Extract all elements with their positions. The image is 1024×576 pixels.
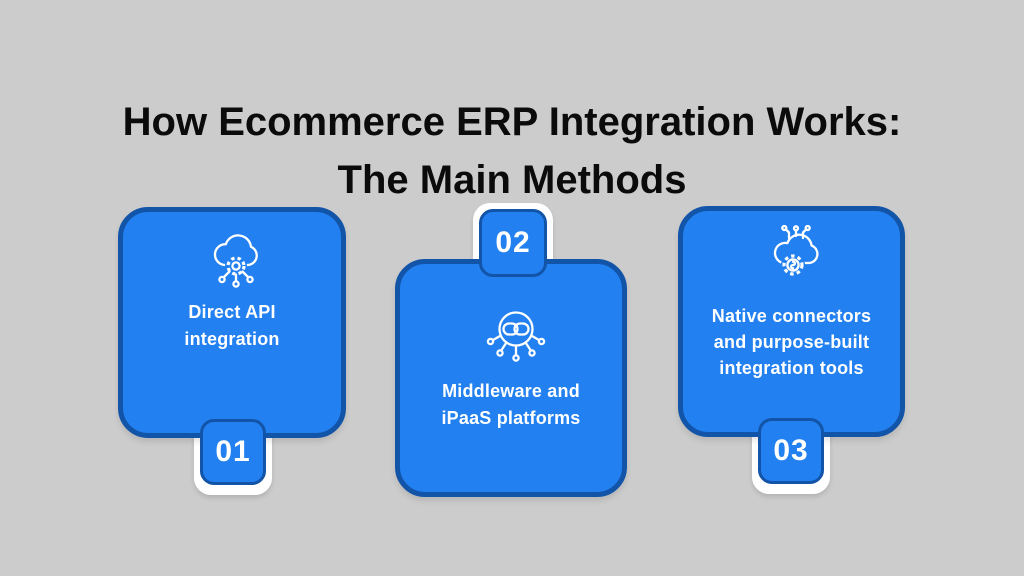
card-label-line: Middleware and xyxy=(442,381,580,401)
step-badge-01: 01 xyxy=(200,419,266,485)
card-label-line: integration tools xyxy=(719,358,864,378)
card-body: Direct API integration xyxy=(118,207,346,438)
cloud-api-icon xyxy=(213,234,258,288)
hub-link-icon xyxy=(486,311,546,362)
card-label-line: Direct API xyxy=(188,302,276,322)
cloud-gear-icon xyxy=(773,224,819,277)
method-card-direct-api: Direct API integration 01 xyxy=(118,207,346,495)
card-label-line: Native connectors xyxy=(711,306,872,326)
card-body: Native connectors and purpose-built inte… xyxy=(678,206,905,437)
method-card-middleware: Middleware and iPaaS platforms 02 xyxy=(395,203,627,497)
page-title-line-2: The Main Methods xyxy=(337,157,687,202)
page-title-line-1: How Ecommerce ERP Integration Works: xyxy=(122,99,902,144)
card-label-line: integration xyxy=(184,329,280,349)
method-card-native-connectors: Native connectors and purpose-built inte… xyxy=(678,206,905,494)
card-label: Native connectors and purpose-built inte… xyxy=(683,303,900,381)
card-label-line: and purpose-built xyxy=(713,332,870,352)
card-label: Middleware and iPaaS platforms xyxy=(400,378,622,432)
step-badge-03: 03 xyxy=(758,418,824,484)
card-label-line: iPaaS platforms xyxy=(441,408,581,428)
page-title: How Ecommerce ERP Integration Works: The… xyxy=(0,93,1024,209)
card-body: Middleware and iPaaS platforms xyxy=(395,259,627,497)
card-label: Direct API integration xyxy=(123,299,341,353)
step-badge-02: 02 xyxy=(479,209,547,277)
